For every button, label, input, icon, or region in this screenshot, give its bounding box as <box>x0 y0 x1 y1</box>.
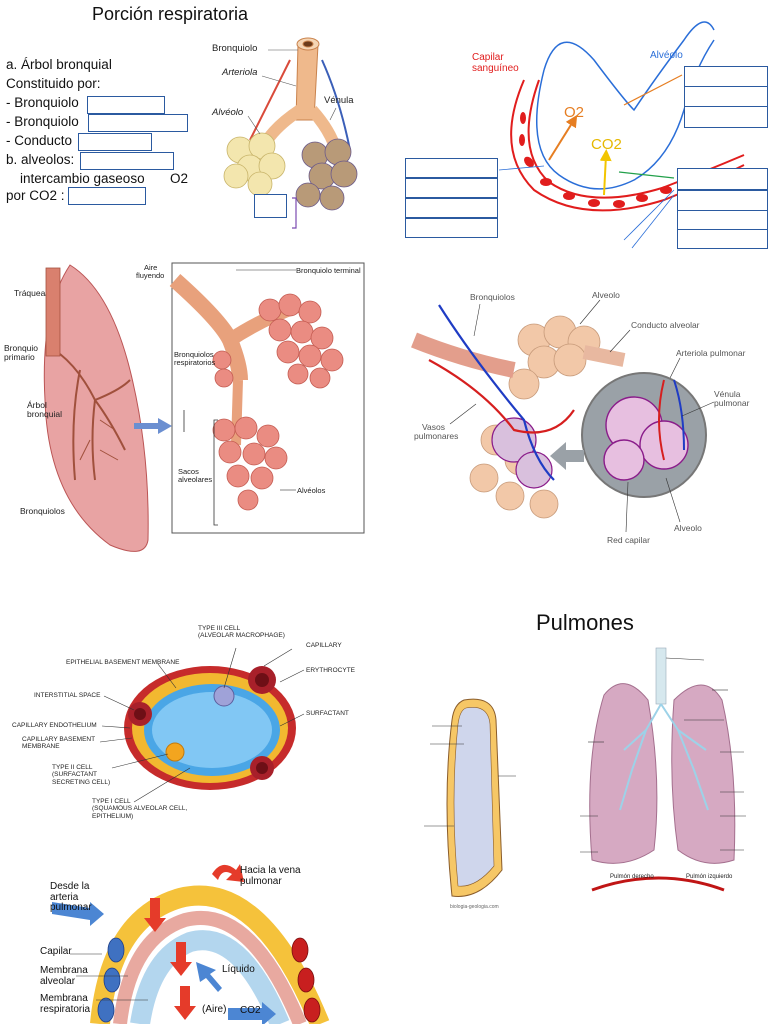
label-capilar-exchange: Capilar <box>40 946 72 957</box>
label-surfactant: SURFACTANT <box>306 710 349 717</box>
label-arteriola-pulmonar: Arteriola pulmonar <box>676 348 746 358</box>
label-o2: O2 <box>564 104 585 121</box>
label-venula: Vénula <box>324 95 354 106</box>
line-constituido: Constituido por: <box>6 76 101 91</box>
blank-conducto[interactable] <box>78 133 152 151</box>
pulmones-panel: Pulmones Pulmón derecho Pulmón izquierdo… <box>384 600 768 930</box>
line-intercambio: intercambio gaseoso <box>20 171 145 186</box>
blank-lower-1[interactable] <box>677 168 768 190</box>
label-interstitial: INTERSTITIAL SPACE <box>34 692 101 699</box>
label-co2: CO2 <box>591 136 622 153</box>
label-alveolos: Alvéolos <box>297 486 326 495</box>
blank-bronchiole-box[interactable] <box>254 194 287 218</box>
worksheet-title: Porción respiratoria <box>92 4 249 24</box>
label-bronquiolo: Bronquiolo <box>212 43 258 54</box>
label-alveolo-blue: Alvéolo <box>650 50 683 61</box>
line-arbol: a. Árbol bronquial <box>6 57 112 72</box>
blank-right-1[interactable] <box>684 66 768 88</box>
blank-alveolos[interactable] <box>80 152 174 170</box>
label-cap-endothelium: CAPILLARY ENDOTHELIUM <box>12 722 97 729</box>
line-o2: O2 <box>170 171 189 186</box>
label-red-capilar: Red capilar <box>607 535 650 545</box>
label-bronquiolo-terminal: Bronquiolo terminal <box>296 266 361 275</box>
line-conducto: - Conducto <box>6 133 73 148</box>
blank-left-3[interactable] <box>405 198 498 218</box>
blank-lower-2[interactable] <box>677 190 768 212</box>
label-aire: (Aire) <box>202 1004 227 1015</box>
lung-illustration <box>43 262 365 552</box>
line-bronquiolo-2: - Bronquiolo <box>6 114 79 129</box>
blank-lower-4[interactable] <box>677 229 768 249</box>
label-pulmon-derecho: Pulmón derecho <box>610 874 654 880</box>
blank-co2[interactable] <box>68 187 146 205</box>
exchange-illustration <box>52 864 330 1024</box>
alveolar-cell-panel: TYPE III CELL(ALVEOLAR MACROPHAGE) CAPIL… <box>0 618 384 828</box>
label-co2-exchange: CO2 <box>240 1005 261 1016</box>
label-epithelial-bm: EPITHELIAL BASEMENT MEMBRANE <box>66 659 180 666</box>
blank-bronquiolo-1[interactable] <box>87 96 165 114</box>
label-bronquiolos-3d: Bronquiolos <box>470 292 515 302</box>
blank-left-1[interactable] <box>405 158 498 178</box>
label-alveolo: Alvéolo <box>212 107 244 118</box>
line-por-co2: por CO2 : <box>6 188 65 203</box>
credit-text: biologia-geologia.com <box>450 904 499 910</box>
pulmones-illustration <box>424 647 746 897</box>
label-bronquiolos: Bronquiolos <box>20 506 65 516</box>
label-type3: TYPE III CELL(ALVEOLAR MACROPHAGE) <box>198 625 285 640</box>
blank-left-4[interactable] <box>405 218 498 238</box>
alveolar-cell-illustration <box>99 647 305 803</box>
bronchiole-illustration <box>223 37 358 229</box>
label-alveolo-bottom: Alveolo <box>674 523 702 533</box>
label-pulmon-izquierdo: Pulmón izquierdo <box>686 874 733 880</box>
label-arteriola: Arteriola <box>222 67 258 78</box>
blank-bronquiolo-2[interactable] <box>88 114 188 132</box>
label-erythrocyte: ERYTHROCYTE <box>306 667 355 674</box>
alveoli-3d-panel: Bronquiolos Alveolo Conducto alveolar Ar… <box>384 260 768 560</box>
worksheet-panel: Porción respiratoria a. Árbol bronquial … <box>0 0 384 240</box>
blank-right-3[interactable] <box>684 106 768 128</box>
label-traquea: Tráquea <box>14 288 46 298</box>
blank-left-2[interactable] <box>405 178 498 198</box>
label-alveolo-top: Alveolo <box>592 290 620 300</box>
alveoli-3d-illustration <box>411 299 715 533</box>
label-capillary: CAPILLARY <box>306 642 342 649</box>
pulmones-title: Pulmones <box>536 610 634 635</box>
line-bronquiolo-1: - Bronquiolo <box>6 95 79 110</box>
line-alveolos: b. alveolos: <box>6 152 75 167</box>
label-type1: TYPE I CELL(SQUAMOUS ALVEOLAR CELL,EPITH… <box>92 798 188 820</box>
blank-right-2[interactable] <box>684 86 768 108</box>
label-conducto-alveolar: Conducto alveolar <box>631 320 700 330</box>
label-liquido: Líquido <box>222 964 255 975</box>
